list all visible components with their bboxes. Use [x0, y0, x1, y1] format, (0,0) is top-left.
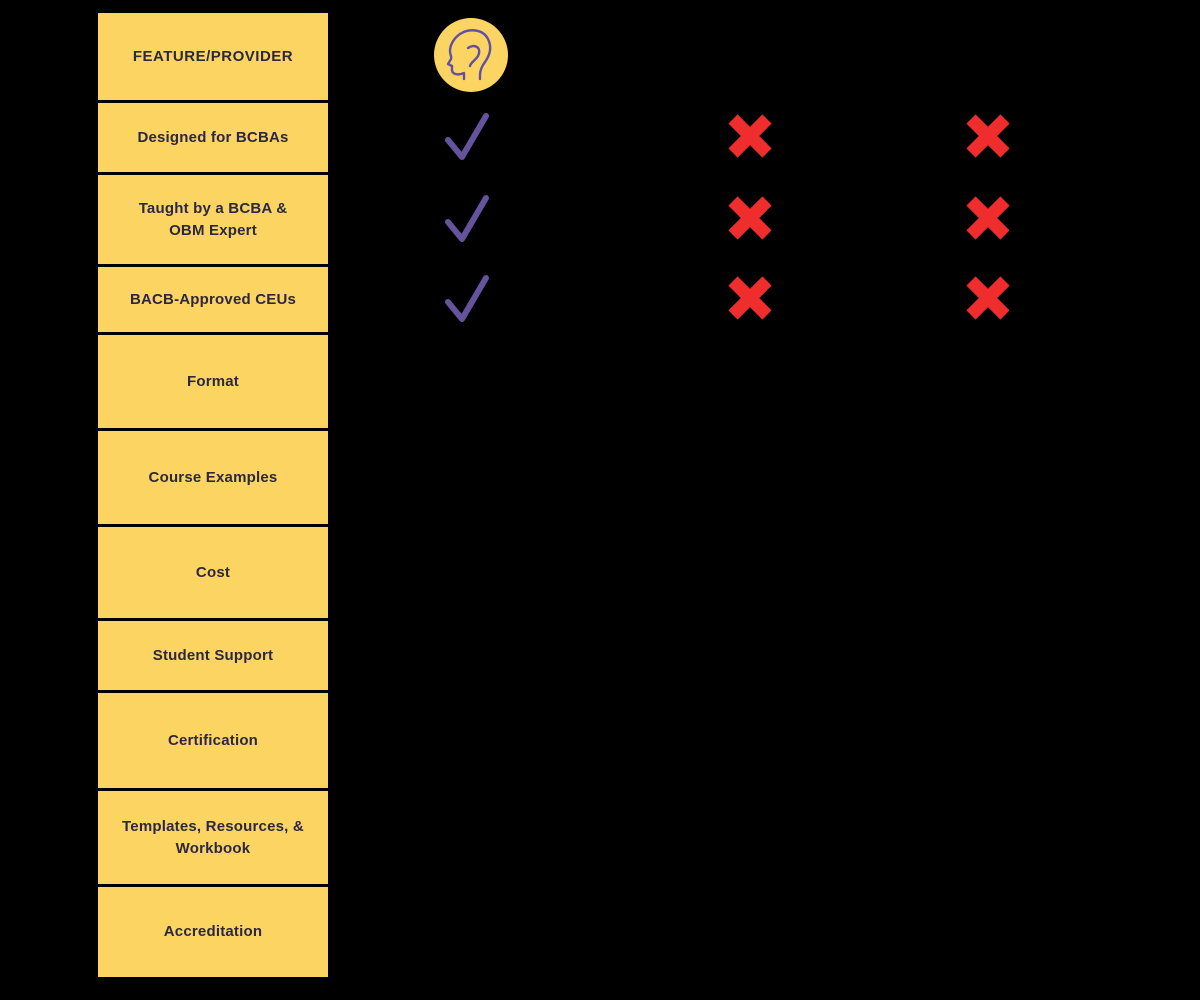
- feature-provider-header-cell: FEATURE/PROVIDER: [95, 10, 331, 100]
- feature-cell-course-examples: Course Examples: [95, 428, 331, 524]
- feature-cell-templates-resources-workbook: Templates, Resources, & Workbook: [95, 788, 331, 884]
- feature-cell-format: Format: [95, 332, 331, 428]
- feature-label: Cost: [195, 563, 231, 581]
- feature-label: Taught by a BCBA & OBM Expert: [138, 199, 288, 239]
- feature-label: BACB-Approved CEUs: [129, 290, 297, 308]
- cross-icon: [961, 191, 1015, 245]
- check-icon: [443, 110, 491, 162]
- feature-cell-accreditation: Accreditation: [95, 884, 331, 980]
- feature-cell-taught-by-bcba-obm-expert: Taught by a BCBA & OBM Expert: [95, 172, 331, 264]
- feature-cell-bacb-approved-ceus: BACB-Approved CEUs: [95, 264, 331, 332]
- check-icon: [443, 272, 491, 324]
- cross-icon: [961, 271, 1015, 325]
- feature-cell-student-support: Student Support: [95, 618, 331, 690]
- check-icon: [443, 192, 491, 244]
- feature-cell-certification: Certification: [95, 690, 331, 788]
- feature-label: Accreditation: [163, 923, 263, 941]
- head-with-ear-icon: [434, 18, 508, 92]
- feature-label: Certification: [167, 731, 259, 749]
- feature-label: Designed for BCBAs: [137, 128, 289, 146]
- cross-icon: [723, 109, 777, 163]
- feature-label: Course Examples: [148, 468, 278, 486]
- feature-label: Format: [186, 372, 240, 390]
- cross-icon: [723, 191, 777, 245]
- feature-provider-header-label: FEATURE/PROVIDER: [132, 47, 294, 65]
- feature-cell-cost: Cost: [95, 524, 331, 618]
- cross-icon: [723, 271, 777, 325]
- provider-avatar: [433, 17, 509, 93]
- feature-label: Templates, Resources, & Workbook: [122, 817, 304, 857]
- feature-label: Student Support: [152, 646, 274, 664]
- feature-cell-designed-for-bcbas: Designed for BCBAs: [95, 100, 331, 172]
- cross-icon: [961, 109, 1015, 163]
- feature-column: FEATURE/PROVIDER Designed for BCBAs Taug…: [95, 10, 331, 980]
